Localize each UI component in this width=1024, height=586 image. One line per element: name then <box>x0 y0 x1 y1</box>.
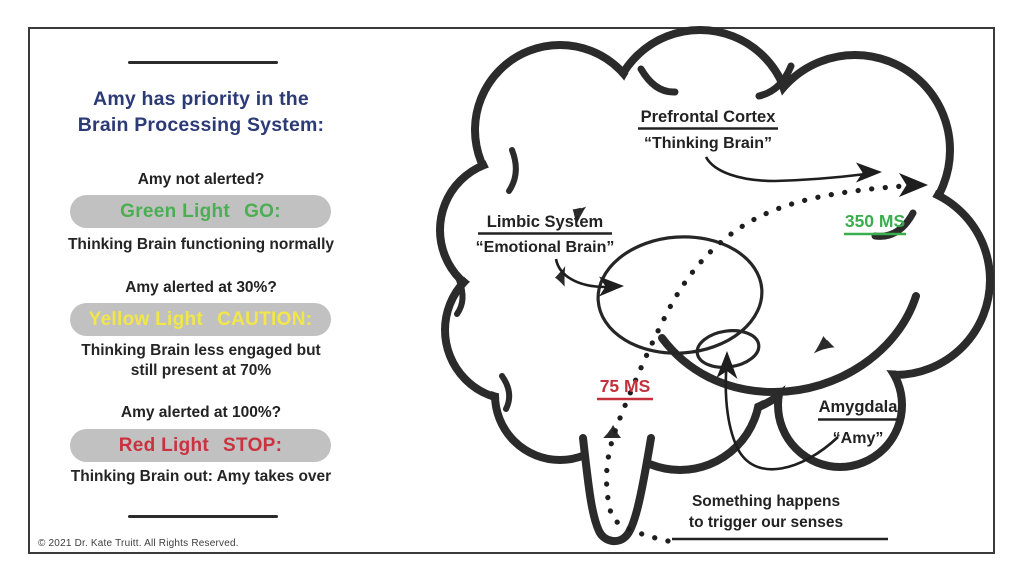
panel-title-line2: Brain Processing System: <box>77 114 325 136</box>
limbic-system-ellipse <box>596 235 764 355</box>
amygdala-arrow <box>724 365 839 471</box>
amy-label: “Amy” <box>833 430 884 447</box>
brain-stem <box>579 434 655 546</box>
red-light-action: STOP: <box>223 434 283 456</box>
question-yellow: Amy alerted at 30%? <box>125 279 277 296</box>
red-light-description: Thinking Brain out: Amy takes over <box>70 468 332 485</box>
yellow-light-description: Thinking Brain less engaged but still pr… <box>30 341 372 381</box>
red-light-pill: Red Light STOP: <box>70 429 331 462</box>
slow-ms-label: 350 MS <box>845 211 905 231</box>
limbic-arrow <box>554 258 607 289</box>
top-divider <box>128 61 278 64</box>
limbic-system-label: Limbic System <box>487 213 603 231</box>
question-green: Amy not alerted? <box>137 171 265 188</box>
yellow-light-description-line2: still present at 70% <box>130 362 272 379</box>
green-light-action: GO: <box>244 200 281 222</box>
prefrontal-arrow <box>704 156 867 183</box>
sensory-signal-dotted-path <box>603 183 907 544</box>
dotted-path-arrowhead <box>899 173 928 197</box>
fast-ms-label: 75 MS <box>600 376 651 396</box>
prefrontal-cortex-label: Prefrontal Cortex <box>641 108 777 126</box>
yellow-light-action: CAUTION: <box>217 308 313 330</box>
thinking-brain-label: “Thinking Brain” <box>644 135 772 152</box>
question-red: Amy alerted at 100%? <box>120 404 282 421</box>
copyright-text: © 2021 Dr. Kate Truitt. All Rights Reser… <box>38 538 239 549</box>
emotional-brain-label: “Emotional Brain” <box>476 239 615 256</box>
panel-title: Amy has priority in the Brain Processing… <box>38 86 364 138</box>
yellow-light-pill: Yellow Light CAUTION: <box>70 303 331 336</box>
brain-fold-curls <box>454 62 920 412</box>
red-light-label: Red Light <box>118 434 210 456</box>
bottom-divider <box>128 515 278 518</box>
yellow-light-description-line1: Thinking Brain less engaged but <box>81 342 321 359</box>
trigger-caption-line2: to trigger our senses <box>689 514 843 531</box>
yellow-light-label: Yellow Light <box>88 308 204 330</box>
amygdala-arrowhead <box>716 351 738 379</box>
green-light-label: Green Light <box>120 200 231 222</box>
green-light-description: Thinking Brain functioning normally <box>67 236 335 253</box>
green-light-pill: Green Light GO: <box>70 195 331 228</box>
trigger-caption-line1: Something happens <box>692 493 840 510</box>
prefrontal-arrowhead <box>856 162 882 183</box>
amygdala-label: Amygdala <box>819 398 899 416</box>
panel-title-line1: Amy has priority in the <box>93 88 309 110</box>
limbic-arrowhead <box>599 276 624 297</box>
